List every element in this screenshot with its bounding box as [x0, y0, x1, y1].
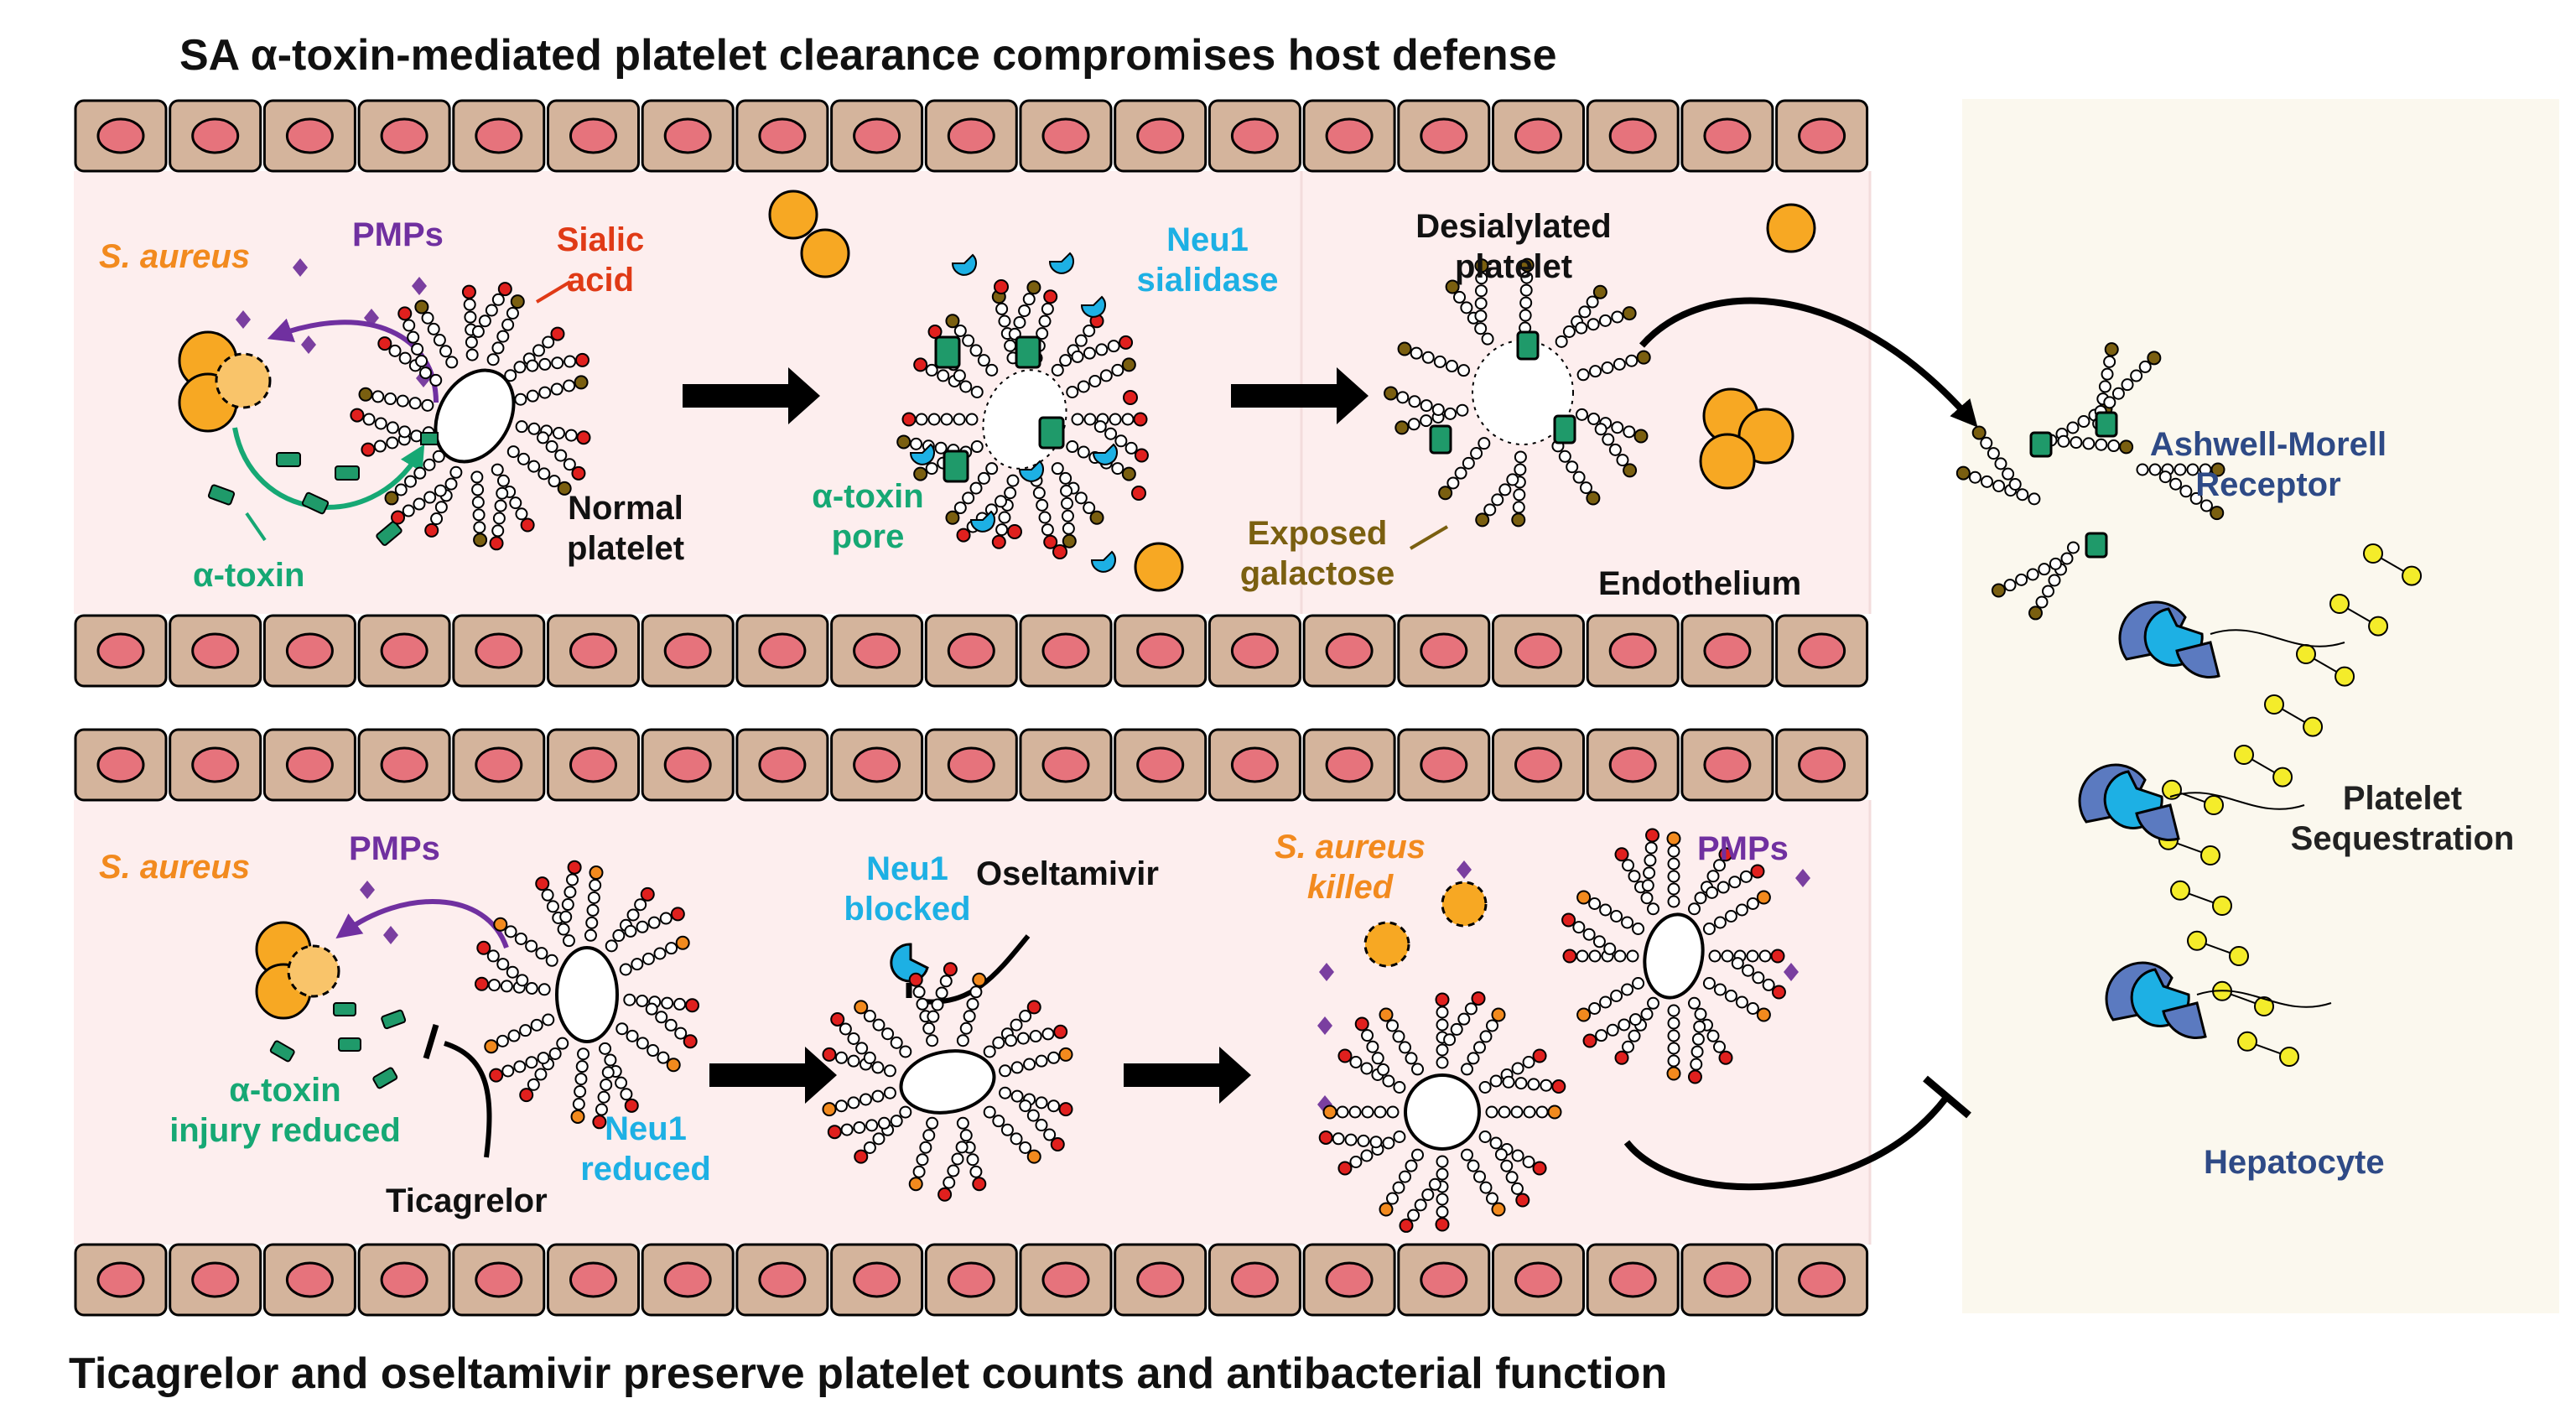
platelet-with-toxin-pores: [896, 252, 1149, 573]
step-arrow-1: [683, 367, 820, 424]
endothelium-row-4: [74, 1243, 1869, 1317]
arrow-to-liver: [1639, 297, 1978, 428]
bacteria-cluster-top-right: [1699, 203, 1816, 490]
endothelium-row-1: [74, 99, 1869, 173]
s-aureus-cluster-top: [178, 330, 272, 433]
label-endothelium: Endothelium: [1598, 565, 1802, 602]
step-arrow-4: [1124, 1047, 1251, 1104]
alpha-toxin-monomers-top: [207, 452, 402, 546]
neu1-blocked: [890, 943, 929, 983]
endothelium-row-3: [74, 728, 1869, 802]
liver-panel: [1962, 99, 2559, 1313]
hepatocyte-membrane-lipids: [2158, 543, 2423, 1067]
normal-platelet: [350, 282, 591, 551]
healthy-platelet-bottom-1: [474, 860, 700, 1130]
healthy-platelet-bottom-2: [822, 962, 1073, 1202]
ashwell-morell-receptors: [2078, 600, 2345, 1040]
killed-bacteria: [1363, 881, 1488, 968]
label-ticagrelor: Ticagrelor: [386, 1182, 548, 1219]
bacteria-free-top: [768, 190, 1184, 592]
bottom-title: Ticagrelor and oseltamivir preserve plat…: [69, 1349, 1668, 1398]
healthy-platelet-bottom-3: [1318, 991, 1566, 1233]
label-hepatocyte: Hepatocyte: [2204, 1144, 2385, 1181]
endothelium-row-2: [74, 614, 1869, 688]
inhibition-arrow: [1623, 1096, 1949, 1191]
label-s-aureus-top: S. aureus: [99, 238, 251, 275]
pmp-diamonds-bottom-left: [360, 881, 398, 944]
pmp-diamonds-bottom-right: [1317, 860, 1810, 1114]
label-pmps-bottom-right: PMPs: [1697, 830, 1789, 867]
label-pmps-bottom-left: PMPs: [349, 830, 440, 867]
ticagrelor-inhibitor: [444, 1041, 492, 1158]
s-aureus-cluster-bottom: [255, 921, 340, 1020]
healthy-platelet-bottom-4: [1561, 828, 1786, 1084]
step-arrow-2: [1231, 367, 1368, 424]
label-pmps-top: PMPs: [352, 216, 444, 253]
label-alpha-toxin-top: α-toxin: [193, 557, 305, 594]
step-arrow-3: [709, 1047, 837, 1104]
label-s-aureus-bottom: S. aureus: [99, 849, 251, 886]
alpha-toxin-monomers-bottom: [269, 1002, 407, 1089]
sequestered-desialylated-platelet: [1955, 342, 2225, 621]
desialylated-platelet: [1384, 257, 1651, 528]
label-oseltamivir: Oseltamivir: [976, 855, 1159, 892]
top-title: SA α-toxin-mediated platelet clearance c…: [179, 31, 1557, 80]
